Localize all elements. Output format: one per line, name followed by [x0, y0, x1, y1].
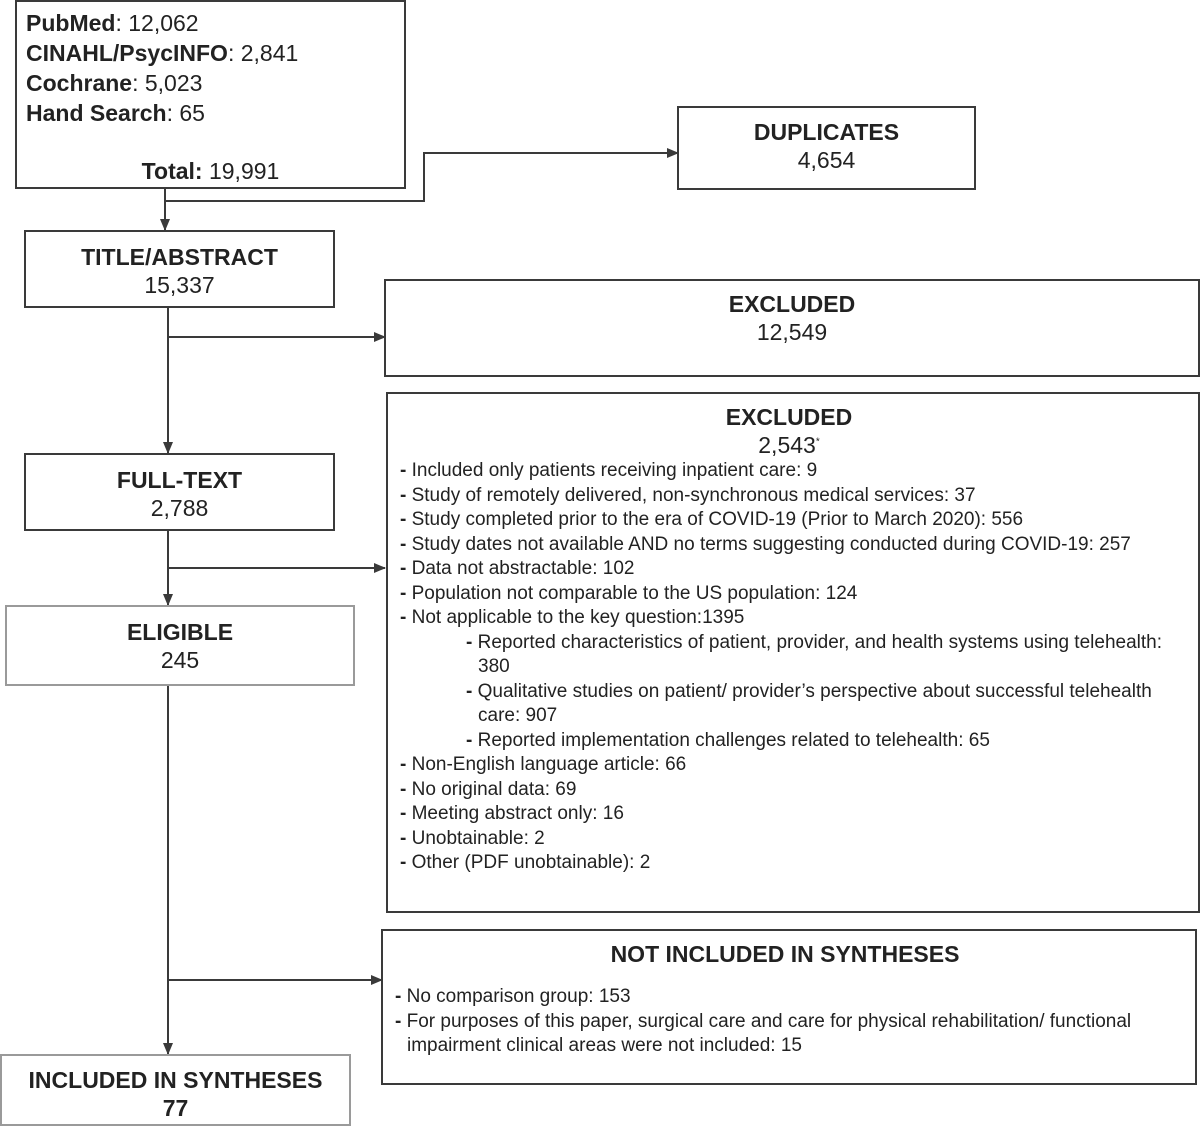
excluded-2-reasons: - Included only patients receiving inpat…	[388, 459, 1190, 876]
excluded-full-text-box: EXCLUDED 2,543* - Included only patients…	[386, 392, 1200, 913]
not-included-reasons: - No comparison group: 153 - For purposes…	[383, 985, 1187, 1059]
reason-item: - Other (PDF unobtainable): 2	[400, 852, 651, 873]
arrow-to-duplicates	[165, 148, 679, 202]
asterisk-marker: *	[815, 436, 820, 448]
duplicates-count: 4,654	[797, 147, 856, 173]
included-title: INCLUDED IN SYNTHESES	[28, 1067, 323, 1093]
source-cinahl-psycinfo: CINAHL/PsycINFO: 2,841	[26, 40, 299, 66]
excluded-1-title: EXCLUDED	[728, 291, 856, 317]
sources-box: PubMed: 12,062 CINAHL/PsycINFO: 2,841 Co…	[15, 0, 406, 189]
reason-item: - Included only patients receiving inpat…	[400, 460, 818, 481]
not-included-title: NOT INCLUDED IN SYNTHESES	[610, 941, 960, 967]
sub-reason-item: - Reported characteristics of patient, p…	[466, 631, 1162, 678]
source-cochrane: Cochrane: 5,023	[26, 70, 203, 96]
excluded-1-count: 12,549	[756, 319, 828, 345]
eligible-box: ELIGIBLE 245	[5, 605, 355, 686]
not-included-box: NOT INCLUDED IN SYNTHESES - No compariso…	[381, 929, 1197, 1085]
reason-item: - Meeting abstract only: 16	[400, 803, 624, 824]
reason-item: - For purposes of this paper, surgical c…	[395, 1010, 1132, 1057]
reason-item: - Data not abstractable: 102	[400, 558, 635, 579]
duplicates-box: DUPLICATES 4,654	[677, 106, 976, 190]
source-hand-search: Hand Search: 65	[26, 100, 205, 126]
reason-item: - Not applicable to the key question:139…	[400, 607, 745, 628]
reason-item: - Study dates not available AND no terms…	[400, 533, 1131, 555]
full-text-title: FULL-TEXT	[116, 467, 243, 493]
excluded-title-abstract-box: EXCLUDED 12,549	[384, 279, 1200, 377]
eligible-title: ELIGIBLE	[126, 619, 234, 645]
reason-item: - No comparison group: 153	[395, 986, 631, 1007]
excluded-2-count: 2,543*	[758, 432, 820, 458]
reason-item: - Study of remotely delivered, non-synch…	[400, 484, 976, 506]
duplicates-title: DUPLICATES	[753, 119, 900, 145]
reason-item: - Population not comparable to the US po…	[400, 582, 858, 604]
title-abstract-box: TITLE/ABSTRACT 15,337	[24, 230, 335, 308]
title-abstract-title: TITLE/ABSTRACT	[81, 244, 278, 270]
source-pubmed: PubMed: 12,062	[26, 10, 199, 36]
title-abstract-count: 15,337	[144, 272, 215, 298]
reason-item: - Non-English language article: 66	[400, 754, 687, 775]
full-text-count: 2,788	[150, 495, 209, 521]
sources-total: Total: 19,991	[141, 158, 280, 184]
sub-reason-item: - Qualitative studies on patient/ provid…	[466, 680, 1152, 727]
eligible-count: 245	[160, 647, 200, 673]
sub-reason-item: - Reported implementation challenges rel…	[466, 729, 990, 751]
full-text-box: FULL-TEXT 2,788	[24, 453, 335, 531]
reason-item: - Unobtainable: 2	[400, 827, 545, 849]
excluded-2-title: EXCLUDED	[725, 404, 853, 430]
included-box: INCLUDED IN SYNTHESES 77	[0, 1054, 351, 1126]
reason-item: - No original data: 69	[400, 778, 577, 800]
included-count: 77	[162, 1095, 189, 1121]
reason-item: - Study completed prior to the era of CO…	[400, 509, 1024, 530]
